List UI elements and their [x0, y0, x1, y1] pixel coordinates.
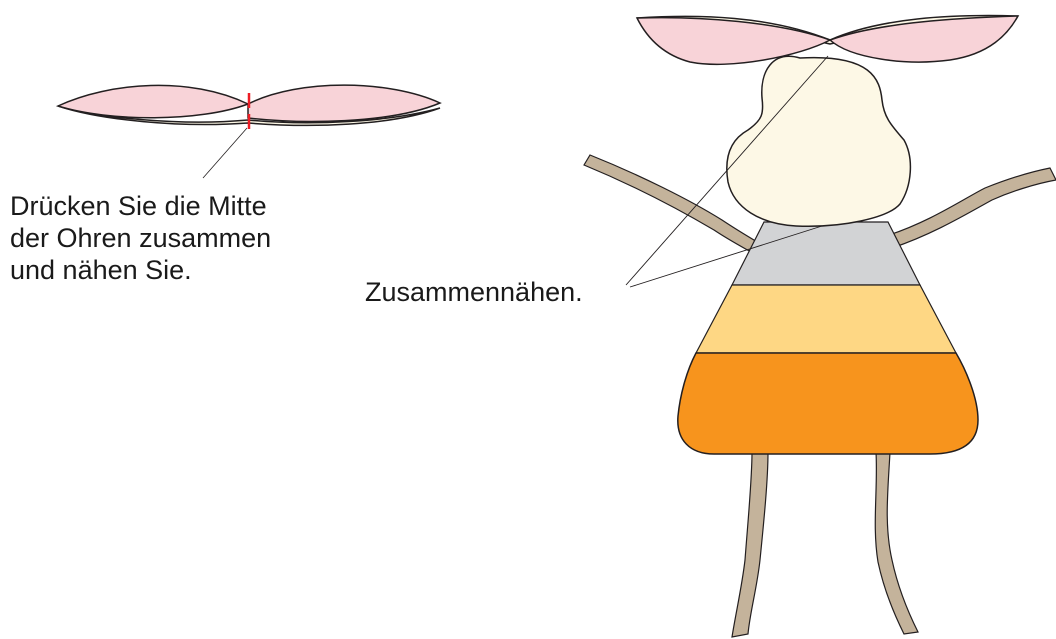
instruction-line-3: und nähen Sie.: [10, 254, 271, 286]
bunny-figure: [584, 16, 1056, 637]
instruction-line-2: der Ohren zusammen: [10, 222, 271, 254]
top-ear-right: [830, 16, 1018, 62]
instruction-text: Drücken Sie die Mitte der Ohren zusammen…: [10, 190, 271, 286]
instruction-line-1: Drücken Sie die Mitte: [10, 190, 271, 222]
body-stripe-yellow: [696, 285, 956, 353]
ear-piece-detail: [58, 85, 440, 178]
ear-piece-left-lobe: [58, 85, 248, 117]
right-arm: [886, 168, 1056, 248]
instruction-leader-line: [203, 128, 247, 178]
body-stripe-gray: [732, 222, 920, 285]
sew-together-label: Zusammennähen.: [365, 276, 583, 308]
right-leg: [875, 452, 918, 634]
left-leg: [732, 452, 768, 637]
head: [727, 56, 911, 226]
body-stripe-orange: [678, 353, 978, 454]
